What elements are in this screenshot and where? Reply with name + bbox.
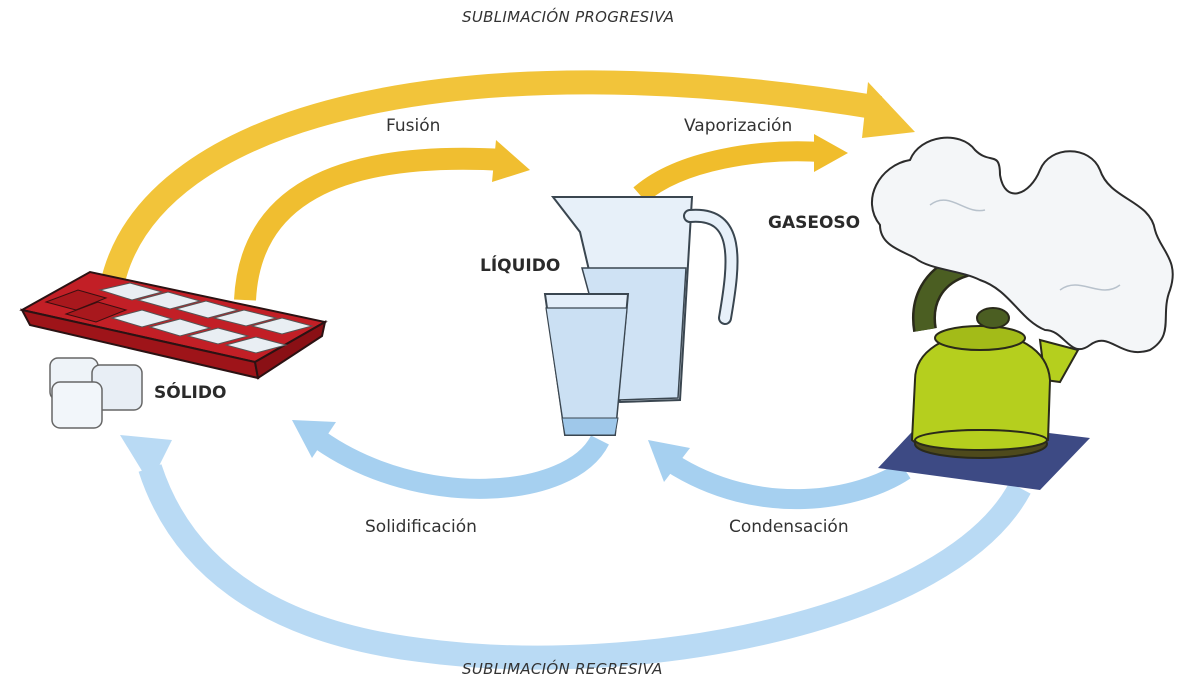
label-vaporizacion: Vaporización [684,116,793,136]
water-glass-icon [543,293,630,436]
ice-tray-icon [19,270,328,380]
label-fusion: Fusión [386,116,441,136]
ice-cubes-icon [49,357,143,429]
arrow-sublimacion-regresiva [120,435,1031,670]
label-solido: SÓLIDO [154,383,227,403]
label-condensacion: Condensación [729,517,849,537]
label-sublimacion-regresiva: SUBLIMACIÓN REGRESIVA [462,660,663,678]
label-gaseoso: GASEOSO [768,213,861,233]
arrow-sublimacion-progresiva [100,70,915,288]
arrow-solidificacion [292,420,609,499]
label-sublimacion-progresiva: SUBLIMACIÓN PROGRESIVA [462,8,675,26]
arrow-condensacion [648,440,911,510]
label-solidificacion: Solidificación [365,517,477,537]
arrow-vaporizacion [633,134,848,203]
steam-cloud-icon [870,136,1174,353]
arrow-fusion [234,140,530,301]
label-liquido: LÍQUIDO [480,256,561,276]
